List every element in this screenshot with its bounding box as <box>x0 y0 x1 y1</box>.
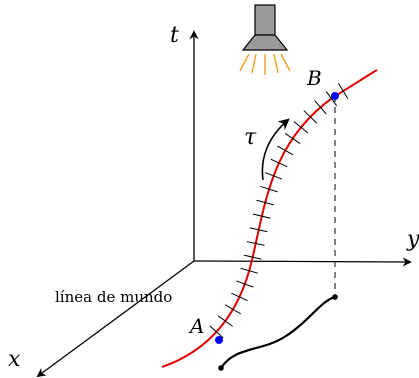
tick-mark <box>224 304 242 315</box>
tick-mark <box>325 91 338 107</box>
tick-mark <box>252 213 271 219</box>
event-label-b: B <box>306 66 322 90</box>
tick-mark <box>270 158 288 168</box>
x-axis-label: x <box>8 347 21 372</box>
proper-time-ticks <box>209 83 349 339</box>
tick-mark <box>240 267 259 274</box>
spatial-path <box>220 295 336 369</box>
tick-mark <box>338 83 349 99</box>
y-axis-label: y <box>406 227 419 252</box>
tick-mark <box>314 100 327 115</box>
tick-mark <box>243 254 262 260</box>
tick-mark <box>209 325 224 339</box>
tick-mark <box>246 241 265 246</box>
tick-mark <box>284 133 301 144</box>
tick-mark <box>293 121 309 134</box>
proper-time-label: τ <box>244 125 257 150</box>
worldline-label: línea de mundo <box>55 288 172 306</box>
tick-mark <box>303 110 318 124</box>
light-rays <box>239 53 291 75</box>
worldline <box>161 69 378 368</box>
t-axis-label: t <box>170 23 179 48</box>
tick-mark <box>236 280 254 288</box>
event-point-a <box>215 336 223 344</box>
tick-mark <box>260 185 278 193</box>
axes <box>36 30 412 378</box>
tick-mark <box>265 172 283 180</box>
spatial-path-end <box>332 294 338 300</box>
tick-mark <box>217 315 233 327</box>
tick-mark <box>277 145 294 156</box>
event-point-b <box>331 92 339 100</box>
y-axis <box>193 257 412 267</box>
event-label-a: A <box>188 314 204 338</box>
tick-mark <box>249 227 268 233</box>
x-axis <box>36 260 195 378</box>
spatial-path-start <box>218 365 224 371</box>
tick-mark <box>231 292 248 302</box>
lamp-icon <box>239 4 291 75</box>
tick-mark <box>256 199 275 206</box>
curved-arrow-icon <box>261 118 290 181</box>
